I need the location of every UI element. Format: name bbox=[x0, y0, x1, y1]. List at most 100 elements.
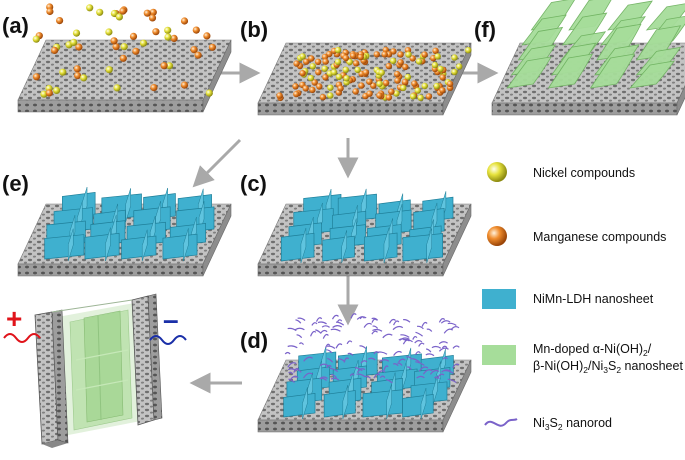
particle bbox=[59, 68, 67, 76]
nanorod bbox=[393, 320, 400, 326]
particle bbox=[327, 92, 334, 99]
positive-terminal-sign: + bbox=[6, 303, 22, 334]
particle bbox=[115, 13, 123, 21]
nanorod bbox=[398, 338, 407, 341]
nanorod bbox=[294, 327, 305, 331]
nanorod bbox=[438, 341, 448, 345]
particle bbox=[334, 58, 342, 66]
ldh-sheet bbox=[183, 228, 189, 262]
nanorod bbox=[415, 331, 423, 337]
nanorod bbox=[336, 319, 343, 323]
negative-terminal-sign: – bbox=[163, 304, 179, 335]
nanorod bbox=[325, 364, 332, 369]
nanorod bbox=[416, 375, 425, 379]
particle bbox=[404, 73, 412, 81]
nanorod bbox=[385, 378, 393, 384]
particle bbox=[308, 55, 315, 62]
ldh-sheet bbox=[402, 393, 434, 418]
panel-label-d: (d) bbox=[240, 328, 268, 353]
ldh-sheet bbox=[105, 227, 111, 262]
nanorod bbox=[412, 358, 420, 363]
particle bbox=[165, 62, 174, 70]
nanorod bbox=[290, 375, 299, 380]
particle bbox=[334, 46, 342, 54]
nanorod bbox=[303, 356, 313, 362]
particle bbox=[370, 82, 377, 89]
particle bbox=[415, 58, 423, 65]
particle bbox=[432, 47, 439, 54]
nanorod bbox=[371, 317, 379, 321]
particle bbox=[205, 89, 213, 97]
particle bbox=[315, 69, 322, 76]
panel-label-c: (c) bbox=[240, 171, 267, 196]
particle bbox=[190, 46, 198, 54]
particle bbox=[56, 17, 64, 25]
particle bbox=[110, 37, 118, 45]
legend-nanorod-label: Ni3S2 nanorod bbox=[533, 416, 612, 432]
nanorod bbox=[416, 325, 424, 330]
ldh-sheet bbox=[162, 233, 198, 260]
nanorod bbox=[371, 330, 378, 335]
nanorod bbox=[347, 352, 354, 356]
nanorod bbox=[330, 377, 340, 381]
nanorod bbox=[287, 362, 297, 368]
particle bbox=[346, 58, 353, 66]
ldh-sheet bbox=[322, 235, 355, 262]
panel-label-f: (f) bbox=[474, 17, 496, 42]
panel-f-mn-doped-sheets bbox=[506, 0, 685, 89]
particle bbox=[321, 65, 328, 72]
particle bbox=[465, 47, 472, 54]
particle bbox=[330, 69, 338, 76]
particle bbox=[307, 74, 315, 82]
particle bbox=[405, 51, 412, 58]
legend-ldh-label: NiMn-LDH nanosheet bbox=[533, 292, 654, 306]
particle bbox=[164, 33, 172, 41]
nanorod bbox=[422, 369, 433, 375]
ldh-sheet bbox=[302, 387, 308, 420]
legend: Nickel compounds Manganese compounds NiM… bbox=[482, 162, 683, 432]
particle bbox=[129, 32, 138, 41]
ldh-sheet bbox=[141, 229, 148, 262]
particle bbox=[80, 74, 88, 82]
nanorod bbox=[337, 358, 346, 363]
nanorod bbox=[293, 367, 300, 373]
particle bbox=[397, 59, 404, 66]
particle bbox=[421, 82, 428, 90]
particle bbox=[342, 54, 350, 62]
ldh-sheet bbox=[323, 390, 356, 418]
nanorod bbox=[287, 327, 297, 332]
panel-label-a: (a) bbox=[2, 13, 29, 38]
supercapacitor-device: + – bbox=[3, 293, 187, 448]
nanorod bbox=[421, 321, 428, 327]
nanorod bbox=[360, 360, 368, 364]
nanorod bbox=[415, 361, 425, 366]
panel-label-b: (b) bbox=[240, 17, 268, 42]
particle bbox=[292, 83, 299, 90]
nanorod bbox=[326, 349, 333, 354]
nanorod bbox=[443, 328, 454, 334]
legend-mn-doped-line1: Mn-doped α-Ni(OH)2/ bbox=[533, 342, 652, 358]
particle bbox=[309, 86, 316, 94]
nanorod bbox=[315, 317, 323, 322]
particle bbox=[139, 39, 148, 47]
nanorod bbox=[412, 335, 418, 340]
ldh-sheet bbox=[383, 227, 390, 264]
particle bbox=[319, 94, 327, 101]
particle bbox=[409, 55, 416, 62]
particle bbox=[194, 51, 202, 59]
particle bbox=[112, 43, 120, 51]
positive-wire bbox=[3, 333, 41, 343]
nanorod bbox=[335, 321, 345, 326]
nanorod bbox=[310, 330, 317, 337]
particle bbox=[433, 82, 440, 90]
nanorod bbox=[311, 322, 318, 326]
nanorod bbox=[392, 363, 399, 367]
particle bbox=[381, 51, 388, 58]
nanorod bbox=[364, 375, 372, 379]
ldh-sheet bbox=[283, 393, 316, 418]
particle bbox=[366, 78, 373, 85]
nanorod bbox=[441, 369, 451, 373]
nanorod bbox=[447, 322, 457, 326]
particle bbox=[170, 34, 178, 43]
nanorod bbox=[322, 333, 329, 339]
